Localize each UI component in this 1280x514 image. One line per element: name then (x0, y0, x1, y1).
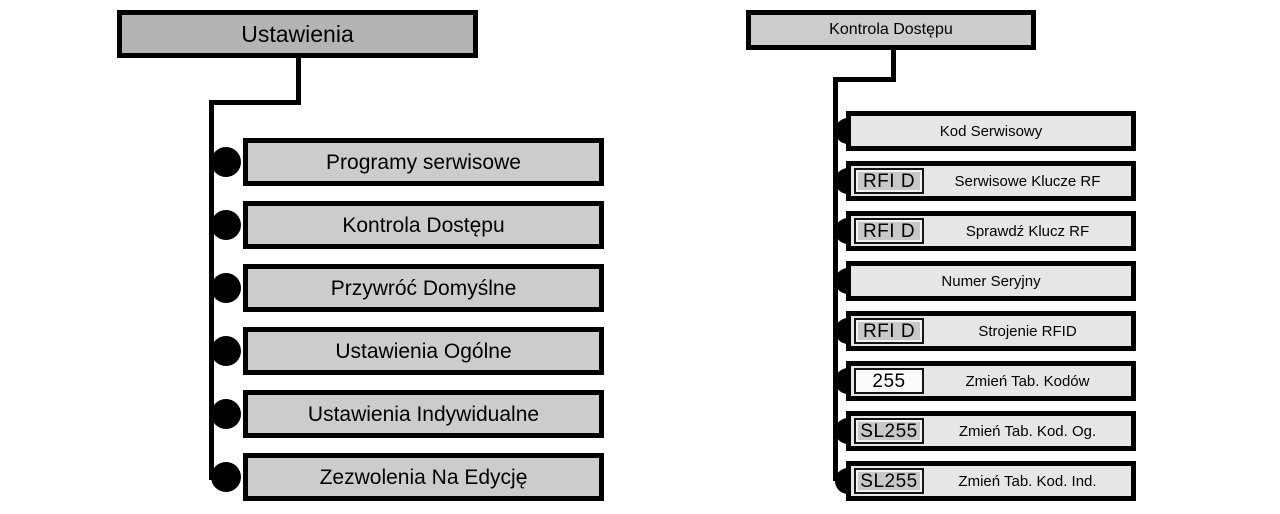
tree-item-przywroc-domyslne[interactable]: Przywróć Domyślne (243, 264, 604, 312)
bullet-marker (211, 462, 241, 492)
tree-item-zezwolenia-na-edycje[interactable]: Zezwolenia Na Edycję (243, 453, 604, 501)
rfid-badge-icon: RFI D (854, 318, 924, 344)
tree-item-label: Strojenie RFID (978, 322, 1077, 340)
connector-stem-horizontal (833, 77, 896, 82)
bullet-marker (211, 210, 241, 240)
tree-item-label: Zmień Tab. Kod. Ind. (958, 472, 1097, 490)
tree-item-programy-serwisowe[interactable]: Programy serwisowe (243, 138, 604, 186)
tree-item-zmien-tab-kod-og[interactable]: SL255 Zmień Tab. Kod. Og. (846, 411, 1136, 451)
connector-stem-horizontal (209, 100, 301, 105)
tree-item-label: Programy serwisowe (326, 150, 521, 174)
tree-item-sprawdz-klucz-rf[interactable]: RFI D Sprawdź Klucz RF (846, 211, 1136, 251)
tree-item-ustawienia-ogolne[interactable]: Ustawienia Ogólne (243, 327, 604, 375)
tree-item-label: Przywróć Domyślne (330, 276, 517, 300)
root-node-label: Ustawienia (241, 20, 354, 47)
code-count-badge-icon: 255 (854, 368, 924, 394)
tree-item-ustawienia-indywidualne[interactable]: Ustawienia Indywidualne (243, 390, 604, 438)
bullet-marker (211, 399, 241, 429)
rfid-badge-icon: RFI D (854, 218, 924, 244)
sl-code-badge-icon: SL255 (854, 468, 924, 494)
tree-item-label: Ustawienia Indywidualne (307, 402, 540, 426)
root-node-ustawienia[interactable]: Ustawienia (117, 10, 478, 58)
connector-stem-vertical-top (891, 50, 896, 82)
tree-item-label: Zmień Tab. Kod. Og. (958, 422, 1097, 440)
bullet-marker (211, 273, 241, 303)
tree-item-kod-serwisowy[interactable]: Kod Serwisowy (846, 111, 1136, 151)
tree-item-numer-seryjny[interactable]: Numer Seryjny (846, 261, 1136, 301)
tree-item-label: Ustawienia Ogólne (335, 339, 512, 363)
tree-item-kontrola-dostepu[interactable]: Kontrola Dostępu (243, 201, 604, 249)
tree-item-label: Numer Seryjny (941, 272, 1041, 290)
tree-item-label: Kod Serwisowy (939, 122, 1043, 140)
tree-item-serwisowe-klucze-rf[interactable]: RFI D Serwisowe Klucze RF (846, 161, 1136, 201)
settings-tree-left: Ustawienia Programy serwisowe Kontrola D… (117, 10, 604, 501)
bullet-marker (211, 147, 241, 177)
tree-item-zmien-tab-kod-ind[interactable]: SL255 Zmień Tab. Kod. Ind. (846, 461, 1136, 501)
connector-stem-vertical-top (296, 57, 301, 105)
tree-item-strojenie-rfid[interactable]: RFI D Strojenie RFID (846, 311, 1136, 351)
root-node-kontrola-dostepu[interactable]: Kontrola Dostępu (746, 10, 1036, 50)
tree-item-label: Kontrola Dostępu (342, 213, 505, 237)
bullet-marker (211, 336, 241, 366)
tree-item-zmien-tab-kodow[interactable]: 255 Zmień Tab. Kodów (846, 361, 1136, 401)
rfid-badge-icon: RFI D (854, 168, 924, 194)
tree-item-label: Serwisowe Klucze RF (954, 172, 1101, 190)
root-node-label: Kontrola Dostępu (829, 21, 953, 38)
tree-item-label: Sprawdź Klucz RF (965, 222, 1090, 240)
tree-item-label: Zezwolenia Na Edycję (319, 465, 528, 489)
tree-item-label: Zmień Tab. Kodów (965, 372, 1090, 390)
access-control-tree-right: Kontrola Dostępu Kod Serwisowy RFI D Ser… (680, 0, 1280, 514)
sl-code-badge-icon: SL255 (854, 418, 924, 444)
